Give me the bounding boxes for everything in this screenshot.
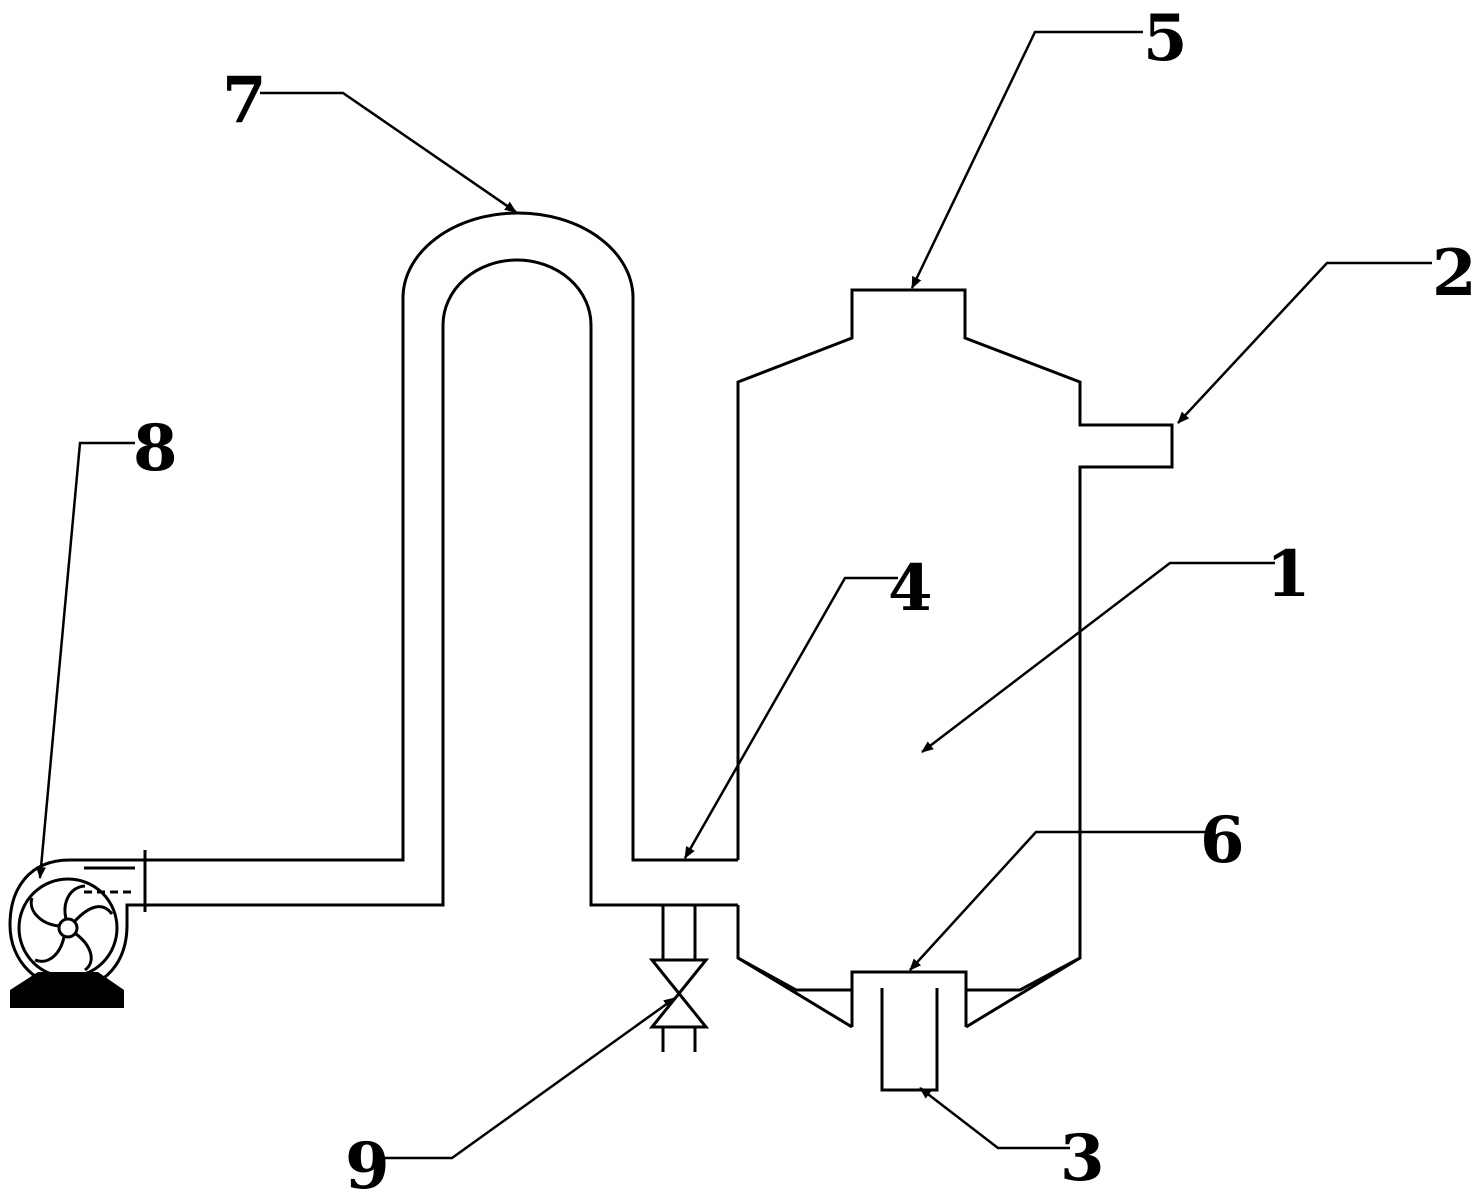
pump-icon [8,850,147,1008]
vessel-body [736,288,1174,992]
leader-7 [260,91,517,214]
label-4: 4 [888,551,933,626]
label-6: 6 [1200,803,1245,878]
leader-3 [919,1087,1070,1150]
label-1: 1 [1266,537,1311,612]
part-labels: 1 2 3 4 5 6 7 8 9 [133,1,1474,1197]
leader-9 [385,996,676,1160]
label-3: 3 [1060,1121,1105,1196]
label-9: 9 [345,1129,390,1197]
drain-valve [648,905,710,1052]
leader-6 [909,830,1208,971]
leader-8 [36,441,135,879]
u-pipe-shape [145,211,738,907]
leader-5 [910,30,1143,289]
leader-2 [1177,261,1432,424]
label-5: 5 [1143,1,1188,76]
vessel-cone [737,956,1081,1029]
leader-1 [921,561,1275,753]
bottom-fitting-shape [850,970,968,1092]
leader-4 [683,576,898,859]
leader-lines [36,30,1432,1160]
label-7: 7 [222,63,267,138]
label-2: 2 [1432,236,1474,311]
label-8: 8 [133,411,178,486]
